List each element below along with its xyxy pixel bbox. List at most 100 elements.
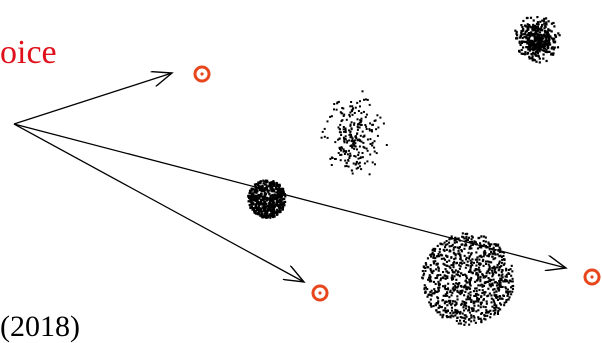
cluster-dot [466,239,469,242]
cluster-dot [254,197,258,200]
cluster-dot [458,264,461,267]
cluster-dot [453,241,456,244]
cluster-dot [486,314,489,317]
cluster-dot [253,191,256,194]
cluster-dot [481,274,484,277]
cluster-dot [262,179,265,182]
cluster-dot [502,263,505,266]
cluster-dot [553,46,556,49]
cluster-dot [468,257,471,260]
cluster-dot [329,115,332,118]
cluster-dot [370,129,373,131]
cluster-dot [364,124,367,126]
cluster-dot [444,293,447,296]
cluster-dot [475,295,478,298]
cluster-dot [323,127,326,130]
cluster-dot [536,21,539,24]
cluster-dot [460,272,463,275]
cluster-dot [373,146,376,149]
cluster-dot [520,48,523,52]
cluster-dot [536,30,539,33]
cluster-dot [353,139,356,142]
cluster-dot [264,202,267,205]
cluster-dot [372,123,374,126]
cluster-dot [499,284,502,287]
cluster-dot [493,291,496,294]
cluster-dot [493,311,496,314]
cluster-dot [253,195,256,198]
cluster-dot [472,300,475,303]
cluster-dot [362,110,365,113]
cluster-dot [253,210,256,213]
cluster-dot [252,202,255,205]
cluster-dot [499,285,502,288]
cluster-dot [276,196,279,199]
cluster-dot [423,265,426,268]
cluster-dot [534,36,537,39]
cluster-dot [473,316,476,319]
cluster-dot [479,254,482,257]
cluster-dot [280,202,283,205]
cluster-dot [464,307,467,310]
cluster-dot [495,244,498,247]
cluster-dot [433,288,436,291]
cluster-dot [490,279,493,282]
cluster-dot [482,255,485,258]
cluster-dot [371,130,373,133]
cluster-dot [256,190,259,193]
cluster-dot [550,47,553,50]
cluster-dot [528,35,531,38]
cluster-dot [470,247,473,250]
cluster-dot [453,271,456,274]
cluster-dot [524,30,527,33]
cluster-dot [505,279,508,282]
cluster-dot [253,196,256,199]
cluster-dot [505,269,508,272]
cluster-dot [486,310,489,313]
cluster-dot [443,263,446,266]
cluster-dot [528,55,531,58]
cluster-dot [493,313,496,316]
cluster-dot [492,258,495,261]
cluster-dot [486,280,489,283]
cluster-dot [499,248,502,251]
cluster-dot [361,152,364,154]
cluster-dot [443,258,446,261]
cluster-dot [376,114,379,117]
cluster-dot [356,148,358,151]
cluster-dot [429,269,432,272]
cluster-dot [475,292,478,295]
cluster-dot [428,301,431,304]
cluster-dot [437,300,440,303]
cluster-dot [437,280,440,283]
cluster-dot [453,288,456,291]
cluster-dot [469,244,472,247]
cluster-dot [485,272,488,275]
cluster-dot [436,276,439,279]
cluster-dot [463,323,466,326]
cluster-dot [439,243,442,246]
cluster-dot [471,271,474,274]
cluster-dot [433,292,436,295]
cluster-dot [282,187,285,191]
cluster-dot [495,284,498,287]
cluster-dot [422,274,425,277]
cluster-dot [477,317,480,320]
cluster-dot [465,315,468,318]
cluster-dot [511,290,514,293]
cluster-dot [279,203,282,206]
cluster-dot [486,254,489,257]
cluster-dot [475,310,478,313]
cluster-dot [326,136,329,139]
cluster-dot [360,168,363,171]
cluster-dot [334,158,336,160]
cluster-dot [545,17,548,20]
cluster-dot [433,249,436,252]
cluster-dot [526,46,529,49]
cluster-dot [525,37,528,40]
cluster-dot [273,201,276,204]
cluster-dot [258,208,261,211]
cluster-dot [344,131,347,134]
cluster-dot [488,292,491,295]
cluster-dot [477,284,480,287]
